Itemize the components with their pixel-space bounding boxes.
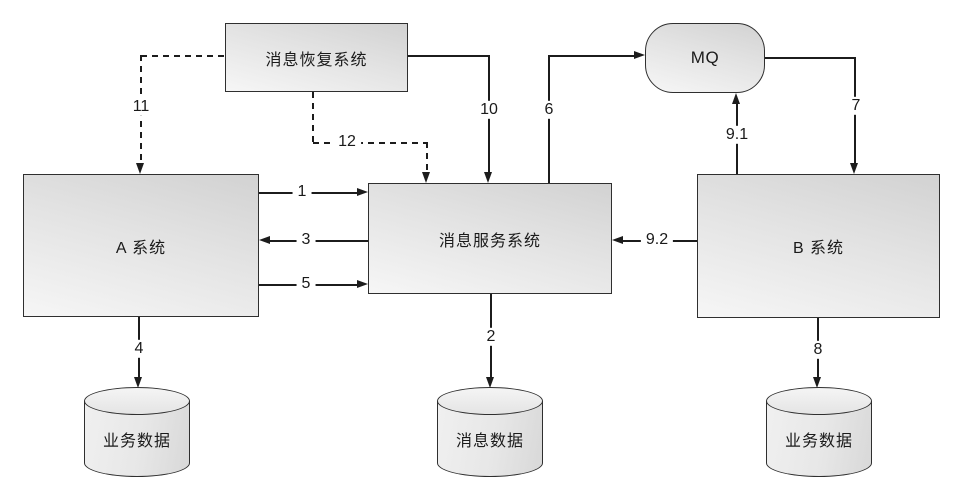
edge-3-arrowhead-icon — [259, 236, 270, 244]
edge-9-1-label: 9.1 — [720, 125, 754, 145]
edge-8-label: 8 — [808, 340, 828, 360]
node-label: 消息数据 — [455, 433, 524, 450]
edge-10-line-horizontal — [408, 55, 490, 57]
node-label: 业务数据 — [102, 433, 171, 450]
node-message-service-system: 消息服务系统 — [368, 183, 612, 294]
edge-11-label: 11 — [127, 97, 155, 117]
node-mq: MQ — [645, 23, 765, 93]
edge-1-arrowhead-icon — [357, 188, 368, 196]
edge-6-line-horizontal — [548, 55, 634, 57]
node-message-data: 消息数据 — [437, 387, 543, 477]
edge-7-label: 7 — [846, 96, 866, 116]
edge-11-arrowhead-icon — [136, 163, 144, 174]
edge-12-line-vertical-1 — [312, 92, 314, 142]
edge-9-2-arrowhead-icon — [612, 236, 623, 244]
edge-2-arrowhead-icon — [486, 377, 494, 388]
node-message-recovery-system: 消息恢复系统 — [225, 23, 408, 92]
edge-2-label: 2 — [481, 327, 501, 347]
edge-7-line-horizontal — [765, 57, 855, 59]
edge-4-arrowhead-icon — [134, 377, 142, 388]
node-business-data-a: 业务数据 — [84, 387, 190, 477]
node-label: A 系统 — [115, 239, 167, 257]
edge-1-label: 1 — [292, 182, 312, 202]
edge-3-line — [270, 240, 368, 242]
edge-10-label: 10 — [475, 100, 503, 120]
cylinder-top — [766, 387, 872, 415]
node-label: MQ — [690, 48, 720, 67]
edge-11-line-horizontal — [141, 55, 225, 57]
node-label: 业务数据 — [784, 433, 853, 450]
node-label: 消息恢复系统 — [265, 51, 368, 69]
edge-12-line-horizontal — [313, 142, 428, 144]
edge-9-2-label: 9.2 — [640, 230, 674, 250]
edge-12-line-vertical-2 — [426, 142, 428, 172]
node-system-a: A 系统 — [23, 174, 259, 317]
edge-6-arrowhead-icon — [634, 51, 645, 59]
edge-10-arrowhead-icon — [484, 172, 492, 183]
edge-8-arrowhead-icon — [813, 377, 821, 388]
edge-7-arrowhead-icon — [850, 163, 858, 174]
node-business-data-b: 业务数据 — [766, 387, 872, 477]
edge-5-arrowhead-icon — [357, 280, 368, 288]
node-label: B 系统 — [792, 240, 845, 257]
cylinder-top — [84, 387, 190, 415]
cylinder-top — [437, 387, 543, 415]
edge-5-label: 5 — [296, 274, 316, 294]
edge-4-label: 4 — [129, 339, 149, 359]
edge-12-label: 12 — [333, 132, 361, 152]
edge-12-arrowhead-icon — [422, 172, 430, 183]
node-label: 消息服务系统 — [438, 232, 541, 250]
edge-9-1-arrowhead-icon — [732, 93, 740, 104]
edge-3-label: 3 — [296, 230, 316, 250]
edge-6-label: 6 — [539, 100, 559, 120]
node-system-b: B 系统 — [697, 174, 940, 318]
